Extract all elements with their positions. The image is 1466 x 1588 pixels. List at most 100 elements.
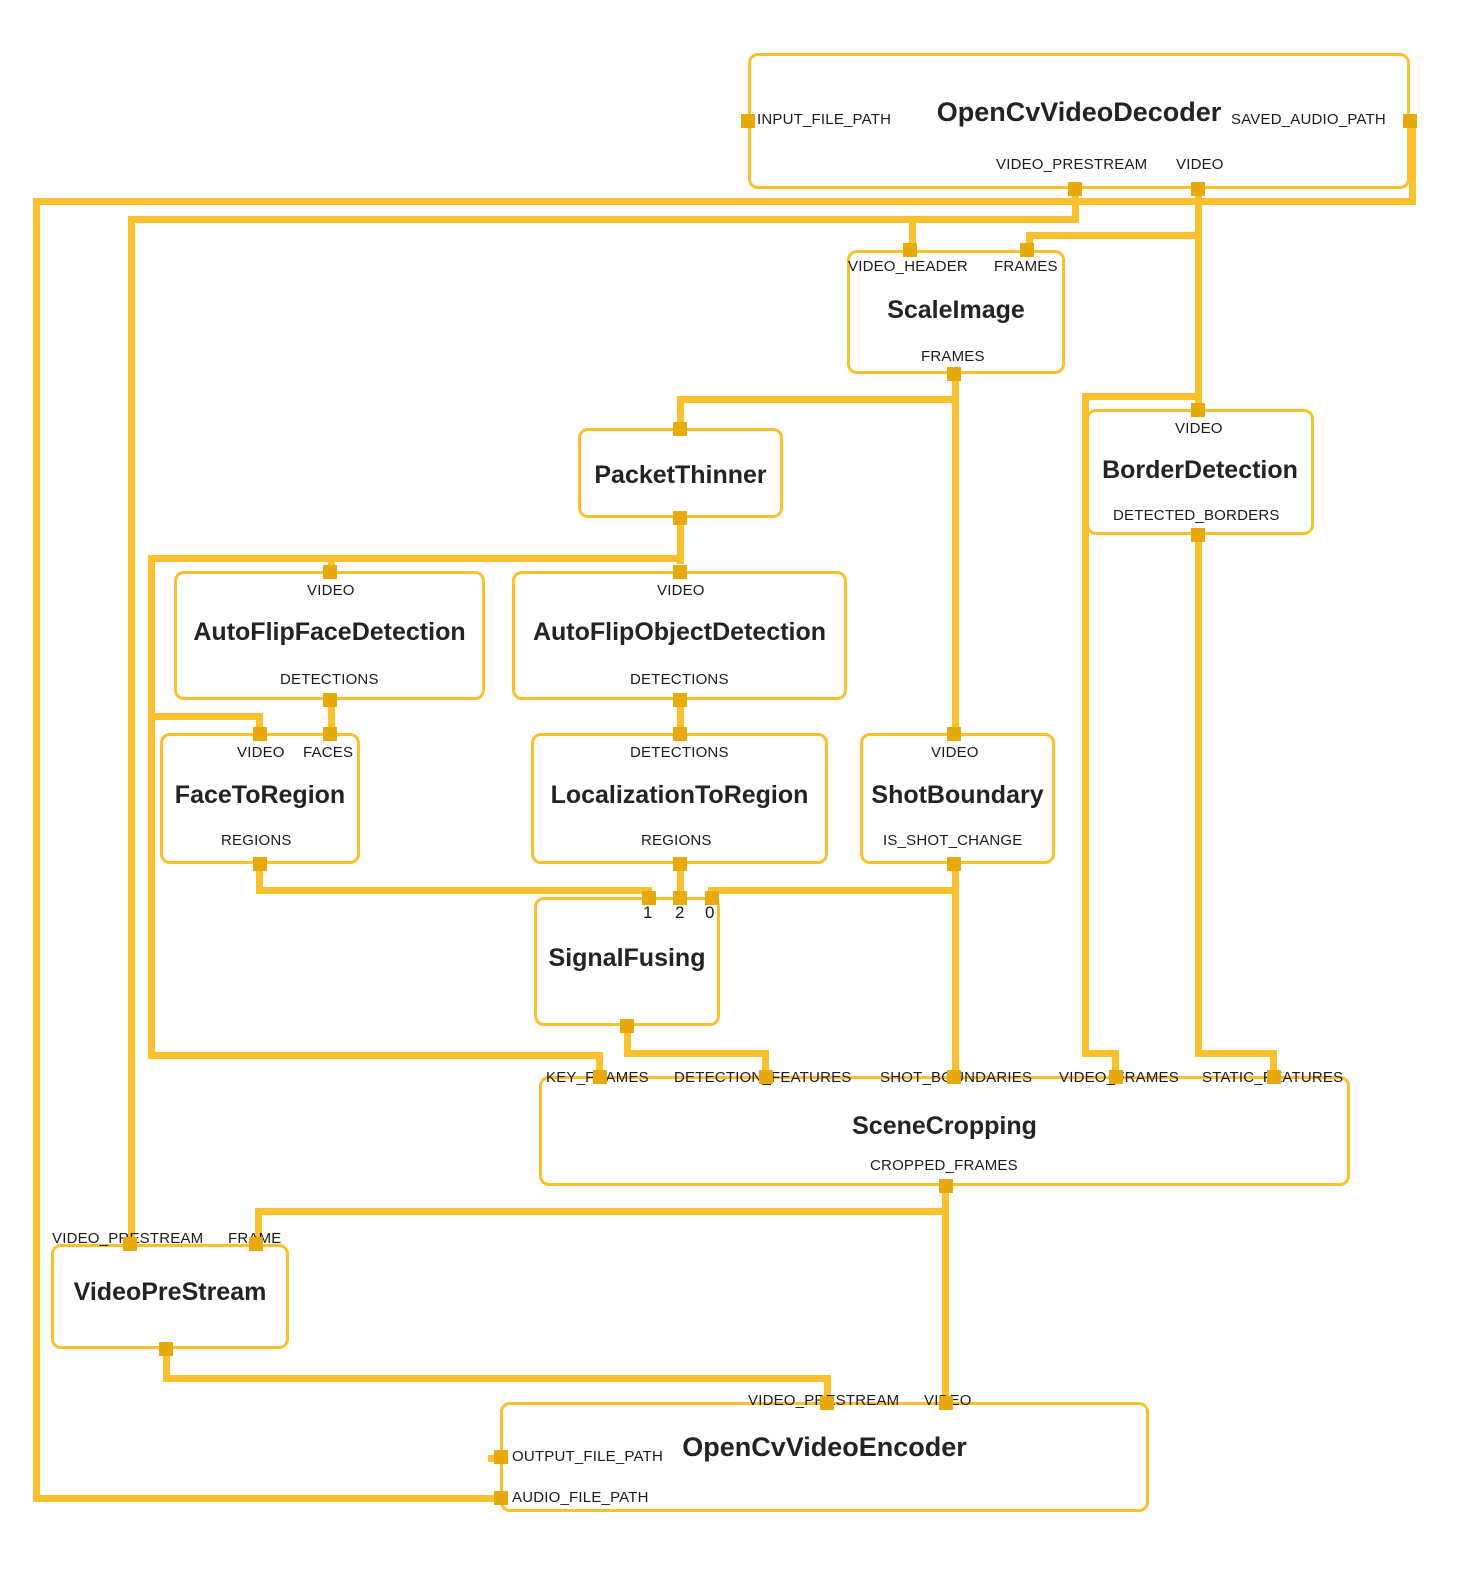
wire-videoframes-v2 (1112, 1050, 1119, 1077)
wire-saved-audio-path-h2 (33, 1495, 503, 1502)
port-label-objectdetection-detections: DETECTIONS (630, 671, 729, 688)
node-title-scale-image: ScaleImage (887, 296, 1025, 324)
pin-loctoregion-regions[interactable] (673, 857, 687, 871)
wire-face-detections-v (328, 700, 335, 740)
pin-borderdetection-out[interactable] (1191, 528, 1205, 542)
port-label-objectdetection-video: VIDEO (657, 582, 705, 599)
wire-object-detections-v (677, 700, 684, 740)
port-label-saved-audio-path: SAVED_AUDIO_PATH (1231, 111, 1386, 128)
pin-encoder-video[interactable] (939, 1396, 953, 1410)
pin-facedetection-detections[interactable] (323, 693, 337, 707)
pin-encoder-output-file-path[interactable] (494, 1450, 508, 1464)
port-label-facetoregion-regions: REGIONS (221, 832, 292, 849)
wire-saved-audio-path-h1 (33, 198, 1416, 205)
pin-loctoregion-detections[interactable] (673, 727, 687, 741)
pin-scenecropping-key-frames[interactable] (593, 1070, 607, 1084)
port-label-detected-borders: DETECTED_BORDERS (1113, 507, 1280, 524)
pin-facetoregion-video[interactable] (253, 727, 267, 741)
pin-scaleimage-video-header[interactable] (903, 243, 917, 257)
pin-scenecropping-cropped-frames[interactable] (939, 1179, 953, 1193)
pin-facetoregion-regions[interactable] (253, 857, 267, 871)
pin-decoder-saved-audio-path[interactable] (1403, 114, 1417, 128)
pin-signalfusing-1[interactable] (642, 891, 656, 905)
wire-detectedborders-v (1195, 535, 1202, 1053)
pin-scaleimage-frames-in[interactable] (1020, 243, 1034, 257)
node-title-border-detection: BorderDetection (1102, 456, 1298, 484)
wire-prestream-v1 (1072, 186, 1079, 220)
wire-signalfusing-out-h (624, 1050, 769, 1057)
node-title-encoder: OpenCvVideoEncoder (682, 1432, 967, 1462)
port-label-scaleimage-frames-in: FRAMES (994, 258, 1058, 275)
port-label-decoder-video-prestream: VIDEO_PRESTREAM (996, 156, 1148, 173)
port-label-loctoregion-regions: REGIONS (641, 832, 712, 849)
node-border-detection[interactable]: BorderDetection (1086, 409, 1314, 535)
pin-signalfusing-out[interactable] (620, 1019, 634, 1033)
pin-scenecropping-static-features[interactable] (1267, 1070, 1281, 1084)
port-label-facetoregion-faces: FACES (303, 744, 354, 761)
wire-left-bus-v (148, 555, 155, 1055)
wire-croppedframes-to-frame-h (255, 1208, 945, 1215)
pin-borderdetection-video[interactable] (1191, 403, 1205, 417)
wire-signalfusing-out-v1 (624, 1023, 631, 1053)
wire-face-regions-v1 (256, 858, 263, 890)
pin-scaleimage-frames-out[interactable] (947, 367, 961, 381)
pin-scenecropping-shot-boundaries[interactable] (947, 1070, 961, 1084)
pin-packetthinner-out[interactable] (673, 511, 687, 525)
wire-scaleimage-to-packetthinner-h (677, 396, 955, 403)
pin-facedetection-video[interactable] (323, 565, 337, 579)
pin-decoder-input-file-path[interactable] (741, 114, 755, 128)
pin-scenecropping-video-frames[interactable] (1109, 1070, 1123, 1084)
wire-saved-audio-path-v2 (33, 198, 40, 1502)
node-title-decoder: OpenCvVideoDecoder (936, 97, 1222, 127)
pin-facetoregion-faces[interactable] (323, 727, 337, 741)
pin-decoder-video-prestream[interactable] (1068, 182, 1082, 196)
pin-encoder-video-prestream[interactable] (820, 1396, 834, 1410)
node-signal-fusing[interactable]: SignalFusing (534, 897, 720, 1026)
wire-shotchange-v-down (952, 858, 959, 1077)
port-label-signalfusing-2: 2 (675, 903, 685, 922)
pin-objectdetection-video[interactable] (673, 565, 687, 579)
node-title-localization-to-region: LocalizationToRegion (550, 781, 809, 809)
pin-videoprestream-frame[interactable] (249, 1237, 263, 1251)
wire-videoprestream-out-h (163, 1375, 830, 1382)
pin-encoder-audio-file-path[interactable] (494, 1491, 508, 1505)
node-title-packet-thinner: PacketThinner (594, 461, 767, 489)
port-label-signalfusing-0: 0 (705, 903, 715, 922)
port-label-is-shot-change: IS_SHOT_CHANGE (883, 832, 1023, 849)
wire-packetthinner-bus-h (148, 555, 680, 562)
node-autoflip-face-detection[interactable]: AutoFlipFaceDetection (174, 571, 485, 700)
node-title-face-detection: AutoFlipFaceDetection (193, 618, 466, 646)
port-label-audio-file-path: AUDIO_FILE_PATH (512, 1489, 649, 1506)
wire-facetoregion-video-h (148, 713, 263, 720)
port-label-loctoregion-detections: DETECTIONS (630, 744, 729, 761)
wire-prestream-h1 (128, 216, 1079, 223)
node-title-object-detection: AutoFlipObjectDetection (532, 618, 827, 646)
node-video-pre-stream[interactable]: VideoPreStream (51, 1244, 289, 1349)
pin-shotboundary-out[interactable] (947, 857, 961, 871)
pin-videoprestream-video-prestream[interactable] (123, 1237, 137, 1251)
pin-packetthinner-in[interactable] (673, 422, 687, 436)
pin-signalfusing-0[interactable] (705, 891, 719, 905)
wire-face-regions-h (256, 887, 652, 894)
pin-scenecropping-detection-features[interactable] (759, 1070, 773, 1084)
wire-video-to-scaleimage-h (1026, 232, 1198, 239)
port-label-shotboundary-video: VIDEO (931, 744, 979, 761)
node-packet-thinner[interactable]: PacketThinner (578, 428, 783, 518)
wire-facetoregion-video-v (256, 713, 263, 735)
wire-signalfusing-out-v2 (762, 1050, 769, 1077)
pin-shotboundary-video[interactable] (947, 727, 961, 741)
pin-videoprestream-out[interactable] (159, 1342, 173, 1356)
wire-croppedframes-v (942, 1179, 949, 1399)
node-autoflip-object-detection[interactable]: AutoFlipObjectDetection (512, 571, 847, 700)
wire-packetthinner-out-v (677, 514, 684, 564)
pin-signalfusing-2[interactable] (673, 891, 687, 905)
wire-videoprestream-out-v1 (163, 1348, 170, 1378)
wire-shotboundary-video-v (952, 700, 959, 740)
pin-objectdetection-detections[interactable] (673, 693, 687, 707)
node-title-face-to-region: FaceToRegion (174, 781, 346, 809)
pin-decoder-video[interactable] (1191, 182, 1205, 196)
node-scene-cropping[interactable]: SceneCropping (539, 1076, 1350, 1186)
wire-videoheader-v (909, 216, 916, 268)
wire-staticfeatures-v (1270, 1050, 1277, 1077)
wire-videoprestream-out-v2 (824, 1375, 831, 1402)
